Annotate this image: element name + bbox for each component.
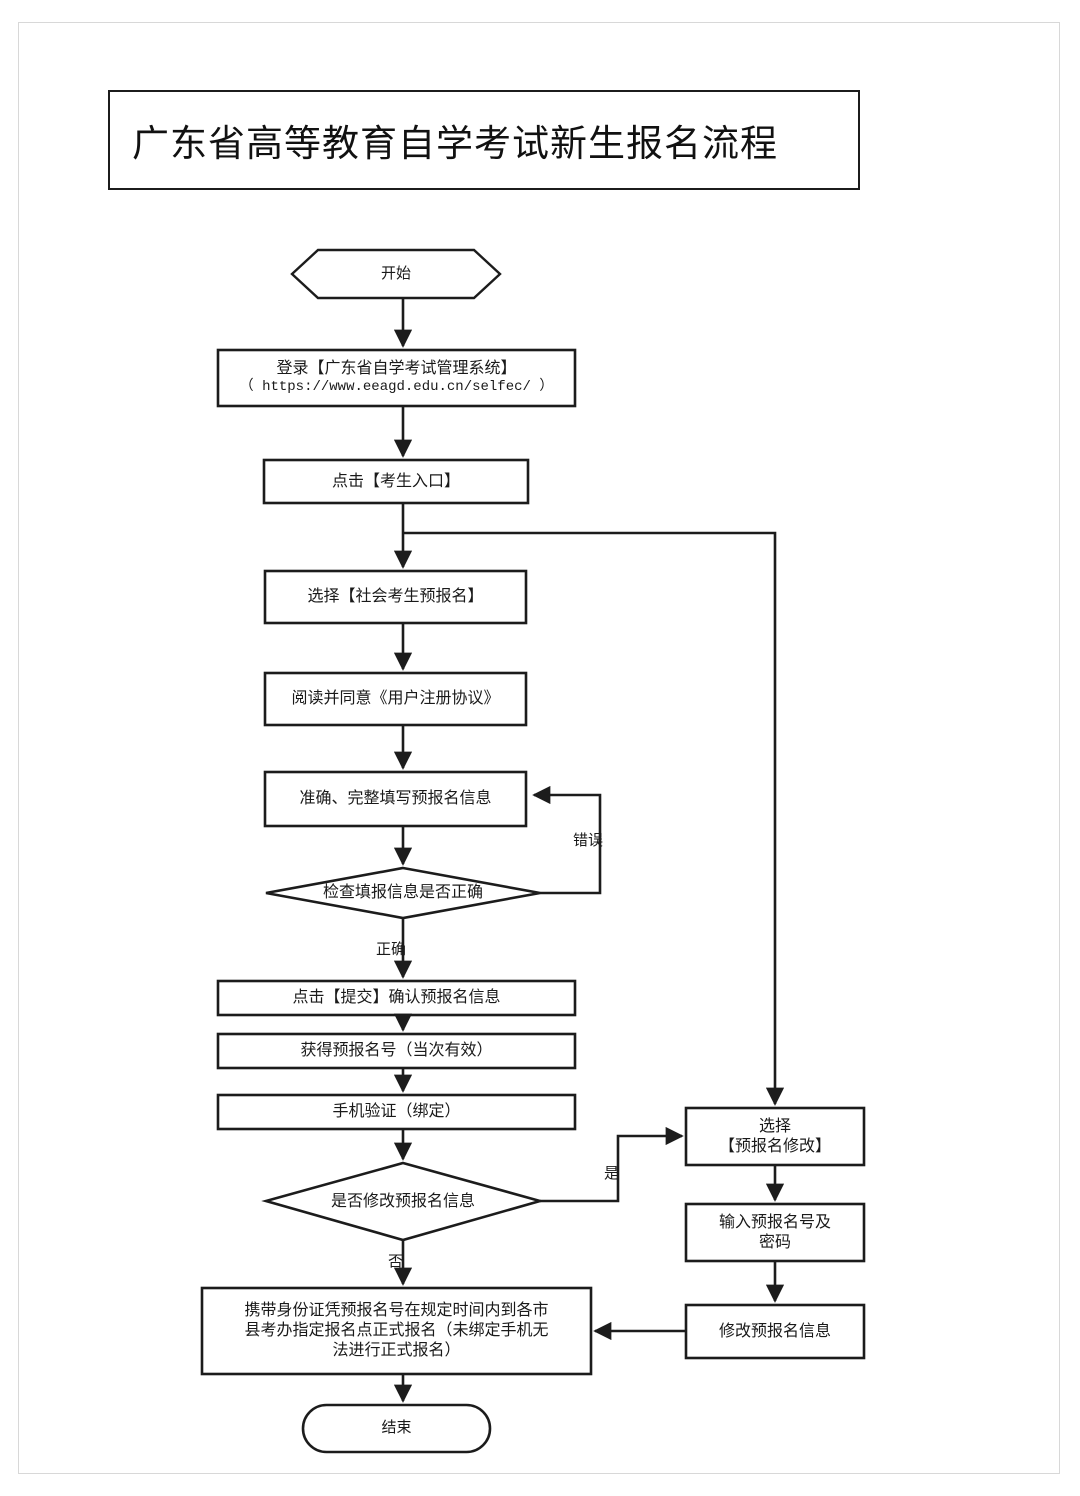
node-login-shape xyxy=(216,348,577,408)
node-start-shape xyxy=(290,248,502,300)
node-do-modify-shape xyxy=(684,1303,866,1360)
node-final-reg-shape xyxy=(200,1286,593,1376)
node-phone-verify-shape xyxy=(216,1093,577,1131)
node-end-shape xyxy=(301,1403,492,1454)
node-input-cred-shape xyxy=(684,1202,866,1263)
edge-check-error-loop xyxy=(532,785,602,895)
node-choose-mod-shape xyxy=(684,1106,866,1167)
edge-entry-to-choose-mod xyxy=(403,531,785,1106)
page-title: 广东省高等教育自学考试新生报名流程 xyxy=(132,124,778,165)
diagram-title-box: 广东省高等教育自学考试新生报名流程 xyxy=(108,90,860,190)
node-choose-pre-shape xyxy=(263,569,528,625)
edge-modify-q-yes xyxy=(540,1126,684,1203)
node-agreement-shape xyxy=(263,671,528,727)
node-modify-q-shape xyxy=(261,1161,545,1242)
node-get-number-shape xyxy=(216,1032,577,1070)
node-entry-shape xyxy=(262,458,530,505)
node-fill-info-shape xyxy=(263,770,528,828)
node-check-info-shape xyxy=(265,866,541,920)
node-submit-shape xyxy=(216,979,577,1017)
